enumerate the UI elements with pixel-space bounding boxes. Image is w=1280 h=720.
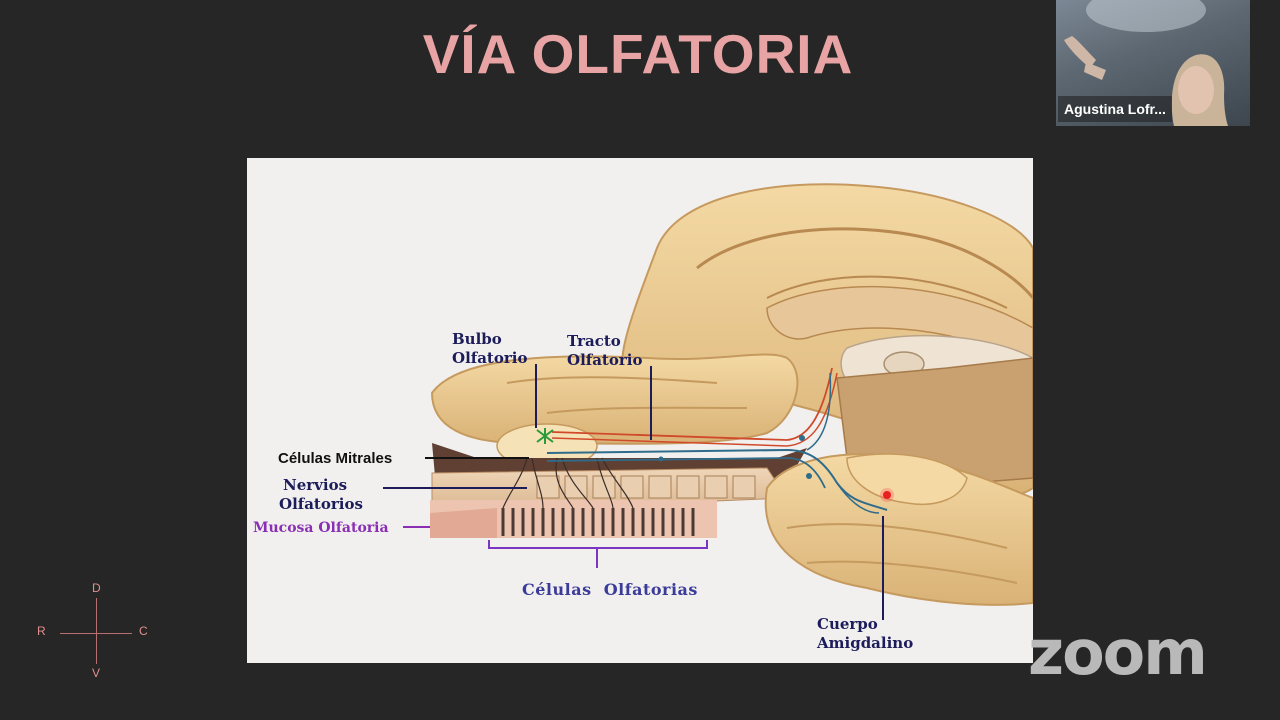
compass-dorsal: D [92, 581, 101, 595]
green-star-icon [536, 428, 554, 444]
label-celulas-olfatorias: Células Olfatorias [522, 580, 698, 599]
slide-title: VÍA OLFATORIA [422, 23, 854, 85]
label-celulas-mitrales: Células Mitrales [278, 450, 393, 467]
label-mucosa-olfatoria: Mucosa Olfatoria [253, 520, 389, 536]
compass-caudal: C [139, 624, 148, 638]
participant-video-feed [1064, 0, 1228, 126]
participant-name-label: Agustina Lofr... [1058, 96, 1172, 122]
compass-rostral: R [37, 624, 46, 638]
zoom-logo: zoom [1028, 616, 1208, 689]
brain-illustration [383, 183, 1033, 620]
compass-ventral: V [92, 666, 101, 680]
compass-vertical-axis [96, 598, 97, 664]
